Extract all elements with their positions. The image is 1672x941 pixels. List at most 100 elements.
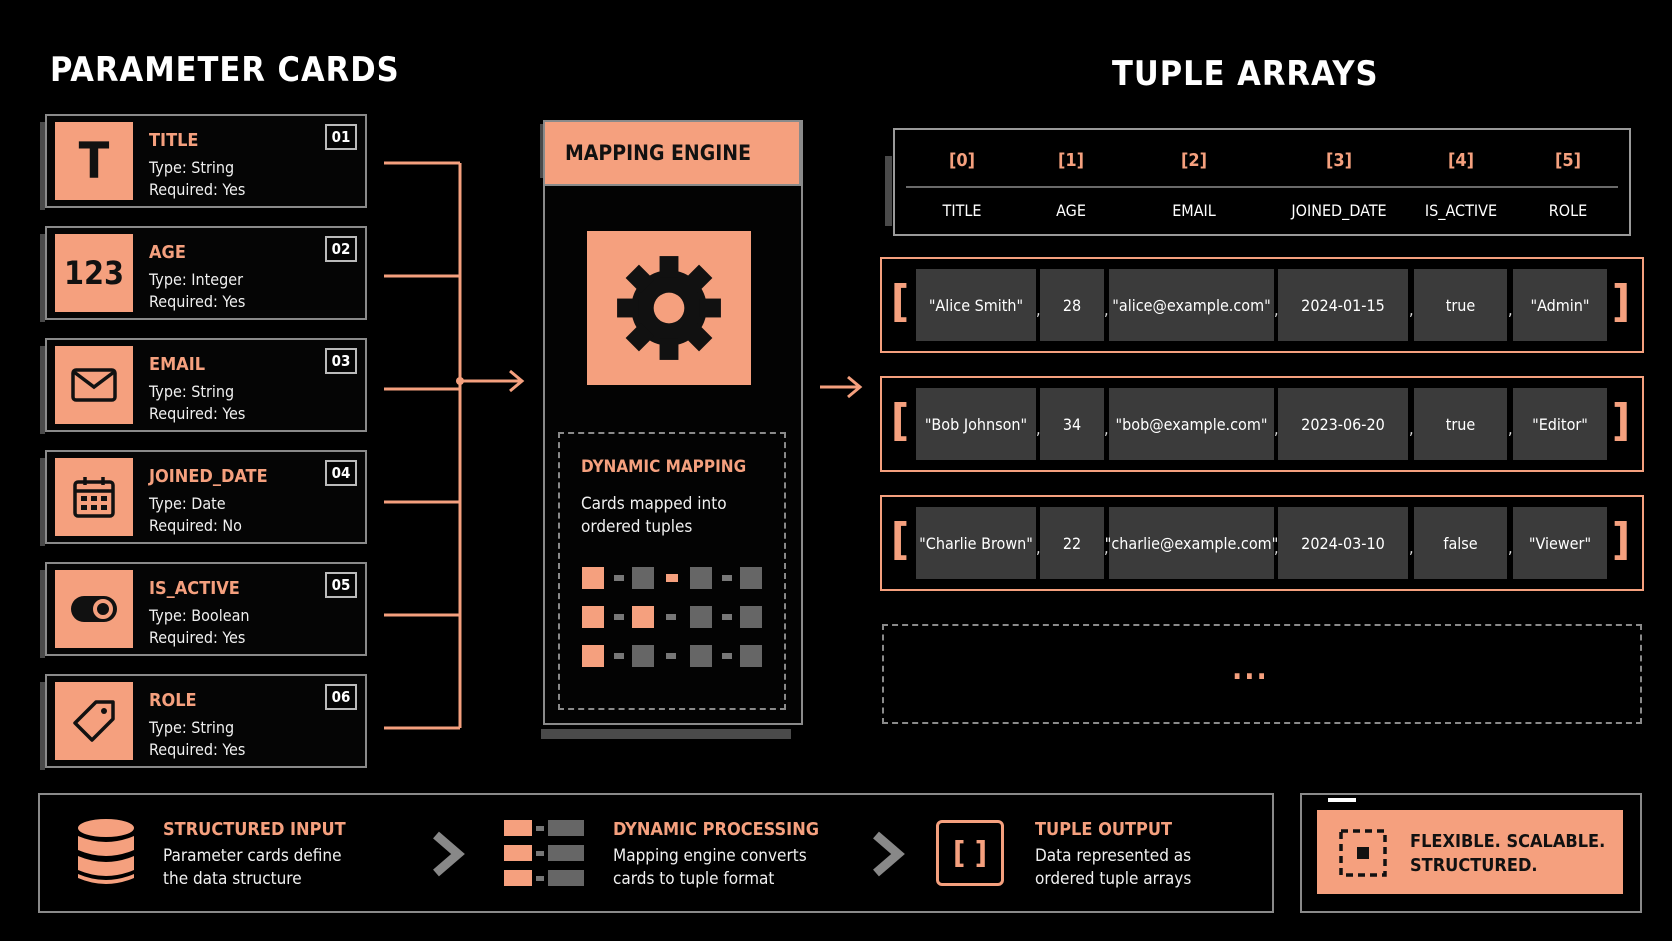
card-number: 03 xyxy=(325,348,357,374)
card-type: Type: Boolean xyxy=(149,606,250,625)
structured-input-line2: the data structure xyxy=(163,869,302,889)
comma: , xyxy=(1036,419,1041,438)
tuple-cell: true xyxy=(1414,269,1507,341)
parameter-card-age[interactable]: 123 AGE Type: Integer Required: Yes 02 xyxy=(40,226,367,322)
tag-icon xyxy=(55,682,133,760)
tuple-cell: "charlie@example.com" xyxy=(1105,507,1278,579)
card-title: IS_ACTIVE xyxy=(149,578,240,599)
dynamic-processing-title: DYNAMIC PROCESSING xyxy=(613,819,820,840)
card-number: 01 xyxy=(325,124,357,150)
index-5: [5] xyxy=(1554,150,1582,171)
dynamic-processing-line2: cards to tuple format xyxy=(613,869,775,889)
comma: , xyxy=(1508,300,1513,319)
card-required: Required: Yes xyxy=(149,292,246,311)
dynamic-mapping-line1: Cards mapped into xyxy=(581,494,727,514)
comma: , xyxy=(1409,419,1414,438)
card-required: Required: Yes xyxy=(149,404,246,423)
parameter-card-title[interactable]: T TITLE Type: String Required: Yes 01 xyxy=(40,114,367,210)
tuple-cell: "Editor" xyxy=(1513,388,1607,460)
focus-frame-icon xyxy=(1339,829,1387,877)
comma: , xyxy=(1036,300,1041,319)
tuple-output-line2: ordered tuple arrays xyxy=(1035,869,1192,889)
parameter-card-role[interactable]: ROLE Type: String Required: Yes 06 xyxy=(40,674,367,770)
dynamic-mapping-box xyxy=(558,432,786,710)
tuple-cell: "Bob Johnson" xyxy=(916,388,1036,460)
processing-list-icon xyxy=(504,820,584,886)
tuple-cell: 2024-01-15 xyxy=(1278,269,1408,341)
toggle-icon xyxy=(55,570,133,648)
tuple-cell: false xyxy=(1414,507,1507,579)
tagline-line1: FLEXIBLE. SCALABLE. xyxy=(1410,831,1606,852)
mapping-grid-graphic xyxy=(582,567,762,667)
tuple-cell: true xyxy=(1414,388,1507,460)
parameter-card-email[interactable]: EMAIL Type: String Required: Yes 03 xyxy=(40,338,367,434)
index-4: [4] xyxy=(1447,150,1475,171)
index-3: [3] xyxy=(1325,150,1353,171)
close-bracket: ] xyxy=(1612,276,1631,327)
mapping-engine-title: MAPPING ENGINE xyxy=(543,120,801,186)
tuple-arrays-heading: TUPLE ARRAYS xyxy=(1112,54,1379,94)
card-required: Required: Yes xyxy=(149,740,246,759)
card-type: Type: String xyxy=(149,158,235,177)
tuple-output-title: TUPLE OUTPUT xyxy=(1035,819,1173,840)
tuple-cell: "Charlie Brown" xyxy=(916,507,1036,579)
card-title: JOINED_DATE xyxy=(149,466,268,487)
comma: , xyxy=(1104,300,1109,319)
header-divider xyxy=(906,186,1618,188)
column-title: TITLE xyxy=(942,201,982,220)
comma: , xyxy=(1104,538,1109,557)
card-type: Type: Date xyxy=(149,494,226,513)
chevron-right-icon xyxy=(873,831,905,877)
index-1: [1] xyxy=(1057,150,1085,171)
chevron-right-icon xyxy=(433,831,465,877)
index-2: [2] xyxy=(1180,150,1208,171)
tuple-cell: 34 xyxy=(1040,388,1104,460)
tuple-cell: "Admin" xyxy=(1513,269,1607,341)
tuple-cell: 2023-06-20 xyxy=(1278,388,1408,460)
open-bracket: [ xyxy=(891,276,910,327)
column-is-active: IS_ACTIVE xyxy=(1424,201,1498,220)
dynamic-mapping-line2: ordered tuples xyxy=(581,517,693,537)
calendar-icon xyxy=(55,458,133,536)
more-rows-placeholder xyxy=(882,624,1642,724)
gear-icon xyxy=(587,231,751,385)
column-joined-date: JOINED_DATE xyxy=(1291,201,1387,220)
card-number: 04 xyxy=(325,460,357,486)
comma: , xyxy=(1508,419,1513,438)
card-required: Required: Yes xyxy=(149,180,246,199)
tuple-cell: 22 xyxy=(1040,507,1104,579)
tuple-row xyxy=(880,376,1644,472)
tuple-row xyxy=(880,495,1644,591)
comma: , xyxy=(1508,538,1513,557)
tuple-cell: "Viewer" xyxy=(1513,507,1607,579)
tuple-row xyxy=(880,257,1644,353)
comma: , xyxy=(1104,419,1109,438)
card-required: Required: Yes xyxy=(149,628,246,647)
card-number: 06 xyxy=(325,684,357,710)
tuple-cell: "alice@example.com" xyxy=(1109,269,1274,341)
parameter-card-joined-date[interactable]: JOINED_DATE Type: Date Required: No 04 xyxy=(40,450,367,546)
card-type: Type: String xyxy=(149,718,235,737)
close-bracket: ] xyxy=(1612,514,1631,565)
card-type: Type: String xyxy=(149,382,235,401)
tuple-cell: 2024-03-10 xyxy=(1278,507,1408,579)
open-bracket: [ xyxy=(891,514,910,565)
tuple-cell: "bob@example.com" xyxy=(1109,388,1274,460)
index-0: [0] xyxy=(948,150,976,171)
parameter-card-is-active[interactable]: IS_ACTIVE Type: Boolean Required: Yes 05 xyxy=(40,562,367,658)
envelope-icon xyxy=(55,346,133,424)
text-t-icon: T xyxy=(55,122,133,200)
card-required: Required: No xyxy=(149,516,242,535)
summary-bar xyxy=(38,793,1274,913)
card-number: 02 xyxy=(325,236,357,262)
number-icon: 123 xyxy=(55,234,133,312)
comma: , xyxy=(1274,300,1279,319)
card-title: AGE xyxy=(149,242,186,263)
tagline-box xyxy=(1300,793,1642,913)
close-bracket: ] xyxy=(1612,395,1631,446)
tuple-header-box xyxy=(885,128,1631,236)
more-indicator: ... xyxy=(1232,652,1269,687)
card-type: Type: Integer xyxy=(149,270,244,289)
tagline-line2: STRUCTURED. xyxy=(1410,855,1538,876)
